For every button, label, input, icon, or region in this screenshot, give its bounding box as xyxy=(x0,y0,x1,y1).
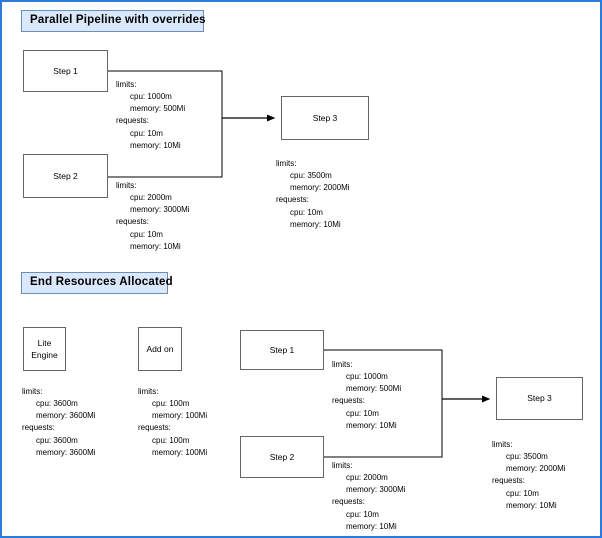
requests-label: requests: xyxy=(332,497,365,507)
limits-memory: memory: 3600Mi xyxy=(36,411,96,421)
limits-cpu: cpu: 3500m xyxy=(290,171,332,181)
requests-label: requests: xyxy=(22,423,55,433)
node-bottom-step-2[interactable]: Step 2 xyxy=(240,436,324,478)
limits-memory: memory: 500Mi xyxy=(346,384,402,394)
node-label: Step 1 xyxy=(53,65,78,76)
limits-cpu: cpu: 100m xyxy=(152,399,190,409)
resources-lite-engine: limits: cpu: 3600m memory: 3600Mi reques… xyxy=(22,386,96,459)
node-top-step-2[interactable]: Step 2 xyxy=(23,154,108,198)
section-title-end-resources-allocated: End Resources Allocated xyxy=(21,272,173,294)
limits-cpu: cpu: 1000m xyxy=(346,372,388,382)
requests-cpu: cpu: 10m xyxy=(506,488,539,498)
node-label: Step 3 xyxy=(312,112,338,123)
limits-label: limits: xyxy=(22,387,43,396)
limits-memory: memory: 2000Mi xyxy=(506,464,566,474)
requests-memory: memory: 10Mi xyxy=(290,219,341,229)
resources-top-step-2: limits: cpu: 2000m memory: 3000Mi reques… xyxy=(116,180,190,253)
limits-label: limits: xyxy=(332,461,353,470)
requests-cpu: cpu: 10m xyxy=(346,509,379,519)
limits-memory: memory: 3000Mi xyxy=(346,485,406,495)
resources-top-step-3: limits: cpu: 3500m memory: 2000Mi reques… xyxy=(276,158,350,231)
limits-cpu: cpu: 1000m xyxy=(130,92,172,102)
node-label: Step 2 xyxy=(53,170,78,181)
requests-memory: memory: 10Mi xyxy=(346,521,397,531)
limits-memory: memory: 3000Mi xyxy=(130,205,190,215)
node-label-line-2: Engine xyxy=(31,350,58,360)
node-add-on[interactable]: Add on xyxy=(138,327,182,371)
limits-cpu: cpu: 3500m xyxy=(506,452,548,462)
requests-cpu: cpu: 100m xyxy=(152,435,190,445)
requests-label: requests: xyxy=(116,116,149,126)
limits-memory: memory: 2000Mi xyxy=(290,183,350,193)
limits-label: limits: xyxy=(276,159,297,168)
limits-label: limits: xyxy=(116,80,137,89)
requests-label: requests: xyxy=(332,396,365,406)
requests-memory: memory: 100Mi xyxy=(152,447,208,457)
requests-memory: memory: 10Mi xyxy=(130,241,181,251)
node-top-step-1[interactable]: Step 1 xyxy=(23,50,108,92)
limits-label: limits: xyxy=(116,181,137,190)
resources-bottom-step-2: limits: cpu: 2000m memory: 3000Mi reques… xyxy=(332,460,406,533)
requests-cpu: cpu: 3600m xyxy=(36,435,78,445)
limits-cpu: cpu: 3600m xyxy=(36,399,78,409)
node-label: Step 3 xyxy=(527,393,552,404)
limits-label: limits: xyxy=(332,360,353,369)
node-label: Step 1 xyxy=(269,344,295,355)
requests-label: requests: xyxy=(138,423,171,433)
limits-label: limits: xyxy=(492,440,513,449)
node-label: Add on xyxy=(146,343,174,354)
requests-label: requests: xyxy=(492,476,525,486)
requests-cpu: cpu: 10m xyxy=(130,128,163,138)
node-label-line-1: Lite xyxy=(37,337,52,348)
requests-cpu: cpu: 10m xyxy=(346,408,379,418)
resources-top-step-1: limits: cpu: 1000m memory: 500Mi request… xyxy=(116,79,185,152)
requests-memory: memory: 10Mi xyxy=(130,140,181,150)
node-bottom-step-1[interactable]: Step 1 xyxy=(240,330,324,370)
limits-memory: memory: 100Mi xyxy=(152,411,208,421)
limits-cpu: cpu: 2000m xyxy=(130,193,172,203)
node-lite-engine[interactable]: Lite Engine xyxy=(23,327,66,371)
resources-add-on: limits: cpu: 100m memory: 100Mi requests… xyxy=(138,386,207,459)
node-top-step-3[interactable]: Step 3 xyxy=(281,96,369,140)
limits-label: limits: xyxy=(138,387,159,396)
requests-cpu: cpu: 10m xyxy=(290,207,323,217)
requests-memory: memory: 10Mi xyxy=(506,500,557,510)
section-title-parallel-pipeline: Parallel Pipeline with overrides xyxy=(21,10,206,32)
node-bottom-step-3[interactable]: Step 3 xyxy=(496,377,583,420)
resources-bottom-step-1: limits: cpu: 1000m memory: 500Mi request… xyxy=(332,359,401,432)
requests-memory: memory: 10Mi xyxy=(346,420,397,430)
requests-label: requests: xyxy=(276,195,309,205)
requests-label: requests: xyxy=(116,217,149,227)
node-label: Step 2 xyxy=(269,451,295,462)
requests-cpu: cpu: 10m xyxy=(130,229,163,239)
requests-memory: memory: 3600Mi xyxy=(36,447,96,457)
limits-memory: memory: 500Mi xyxy=(130,104,186,114)
resources-bottom-step-3: limits: cpu: 3500m memory: 2000Mi reques… xyxy=(492,439,566,512)
limits-cpu: cpu: 2000m xyxy=(346,473,388,483)
